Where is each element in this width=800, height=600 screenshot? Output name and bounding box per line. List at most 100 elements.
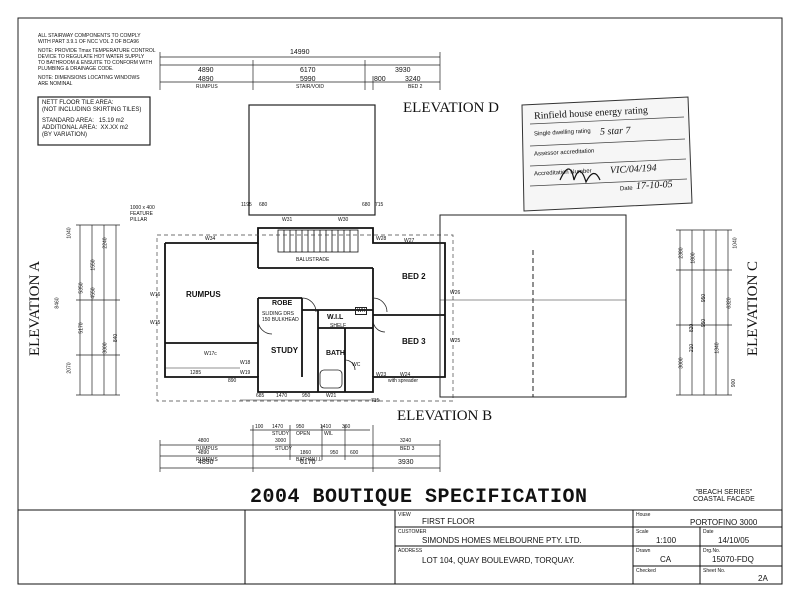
series-label: "BEACH SERIES" COASTAL FACADE (693, 489, 755, 503)
room-label-robe: ROBE (272, 300, 293, 307)
dim-label: 1340 (714, 342, 721, 354)
dim-sublabel: RUMPUS (196, 457, 218, 463)
right-dimension-lines (676, 229, 732, 396)
dim-label: 3000 (102, 342, 109, 354)
dim-label: 715 (375, 202, 384, 208)
stair-compliance-note: ALL STAIRWAY COMPONENTS TO COMPLY WITH P… (38, 33, 141, 45)
dim-sublabel: RUMPUS (196, 84, 218, 90)
dim-label: 680 (362, 202, 371, 208)
window-label: W27 (404, 238, 415, 244)
door-swings (257, 297, 388, 371)
dim-label: 950 (302, 393, 311, 399)
dim-sublabel: OPEN (296, 431, 311, 437)
dim-label: 3000 (678, 357, 685, 369)
checked-label: Checked (636, 568, 656, 574)
dim-label: 685 (256, 393, 265, 399)
note-line: TO BATHROOM & ENSUITE TO CONFORM WITH (38, 60, 153, 66)
dim-label: 210 (689, 343, 696, 353)
left-dimension-lines (76, 224, 120, 396)
drawn-label: Drawn (636, 548, 651, 554)
bath-fixture (319, 369, 343, 389)
dim-label: 1470 (276, 393, 288, 399)
date-label: Date (703, 529, 714, 535)
dim-label: 1470 (272, 424, 284, 430)
dim-label: 950 (330, 450, 339, 456)
dim-label: 6320 (726, 297, 733, 309)
dim-label: 950 (701, 318, 708, 328)
note-line: NOTE: DIMENSIONS LOCATING WINDOWS (38, 75, 140, 81)
dim-label: 4890 (198, 76, 214, 83)
dim-label: 950 (701, 293, 708, 303)
dim-label: 3930 (398, 459, 414, 466)
dim-label: 1550 (90, 259, 97, 271)
dim-label: 2380 (678, 247, 685, 259)
note-line: NOTE: PROVIDE Tmax TEMPERATURE CONTROL (38, 48, 156, 54)
view-value: FIRST FLOOR (422, 517, 475, 526)
room-label-bed3: BED 3 (402, 337, 426, 346)
dim-label: 360 (342, 424, 351, 430)
scale-value: 1:100 (656, 536, 677, 545)
bulkhead-note: SLIDING DRS 150 BULKHEAD (262, 311, 299, 323)
energy-rating-stamp (521, 96, 693, 212)
dim-label: 950 (296, 424, 305, 430)
window-label: W24 (400, 372, 411, 378)
elevation-d-label: ELEVATION D (403, 100, 499, 116)
customer-label: CUSTOMER (398, 529, 427, 535)
dim-label: 1195 (241, 202, 252, 208)
drawing-number-label: Drg.No. (703, 548, 721, 554)
standard-area-value: 15.19 m2 (98, 118, 124, 124)
elevation-c-label: ELEVATION C (745, 260, 762, 357)
dim-sublabel: WIL (324, 431, 333, 437)
dim-sublabel: BED 2 (408, 84, 423, 90)
dim-label: 820 (689, 323, 696, 333)
room-label-study: STUDY (271, 346, 299, 355)
window-label: W30 (338, 217, 349, 223)
dim-label: 3930 (395, 67, 411, 74)
dim-label: 5350 (78, 282, 85, 294)
dim-label: 8460 (54, 297, 61, 309)
elevation-b-label: ELEVATION B (397, 408, 493, 424)
stamp-rating-value: 5 star 7 (599, 125, 631, 138)
house-value: PORTOFINO 3000 (690, 518, 758, 527)
signature-mark (559, 168, 601, 184)
window-label: W34 (205, 236, 216, 242)
window-label: W31 (282, 217, 293, 223)
dim-sublabel: STUDY (275, 446, 292, 452)
dim-label: 3240 (405, 76, 421, 83)
dim-label: 4890 (198, 67, 214, 74)
room-label-bath: BATH (326, 350, 345, 357)
dim-label: 6170 (300, 459, 316, 466)
dim-sublabel: BED 3 (400, 446, 415, 452)
dim-label: 1040 (66, 227, 73, 239)
window-label: W15 (150, 320, 161, 326)
additional-area-label: ADDITIONAL AREA: (42, 125, 98, 131)
plan-bottom-dim-lines (165, 367, 380, 401)
dim-sublabel: RUMPUS (196, 446, 218, 452)
window-label: W25 (450, 338, 461, 344)
house-label: House (636, 512, 651, 518)
dim-label: 900 (731, 378, 738, 388)
shelf-label: SHELF (330, 323, 347, 329)
dim-sublabel: STAIR/VOID (296, 84, 324, 90)
plan-walls (164, 227, 446, 393)
dim-label: 4890 (198, 459, 214, 466)
wh-label: WH (355, 307, 368, 315)
dim-label: 800 (374, 76, 386, 83)
bottom-dimension-lines (159, 425, 441, 472)
window-label: W18 (240, 360, 251, 366)
wc-label: WC (352, 362, 361, 368)
series-line: "BEACH SERIES" (695, 489, 753, 496)
address-label: ADDRESS (398, 548, 423, 554)
window-label: W26 (450, 290, 461, 296)
hot-water-note: NOTE: PROVIDE Tmax TEMPERATURE CONTROL D… (38, 48, 156, 72)
window-label: W17c (204, 351, 217, 357)
elevation-a-label: ELEVATION A (27, 260, 44, 357)
drawn-value: CA (660, 555, 672, 564)
roof-outline (156, 234, 454, 402)
window-label: W19 (240, 370, 251, 376)
dim-sublabel: STUDY (272, 431, 289, 437)
room-label-wil: W.I.L (327, 314, 344, 321)
address-value: LOT 104, QUAY BOULEVARD, TORQUAY. (422, 556, 575, 565)
view-label: VIEW (398, 512, 411, 518)
note-line: ALL STAIRWAY COMPONENTS TO COMPLY (38, 33, 141, 39)
